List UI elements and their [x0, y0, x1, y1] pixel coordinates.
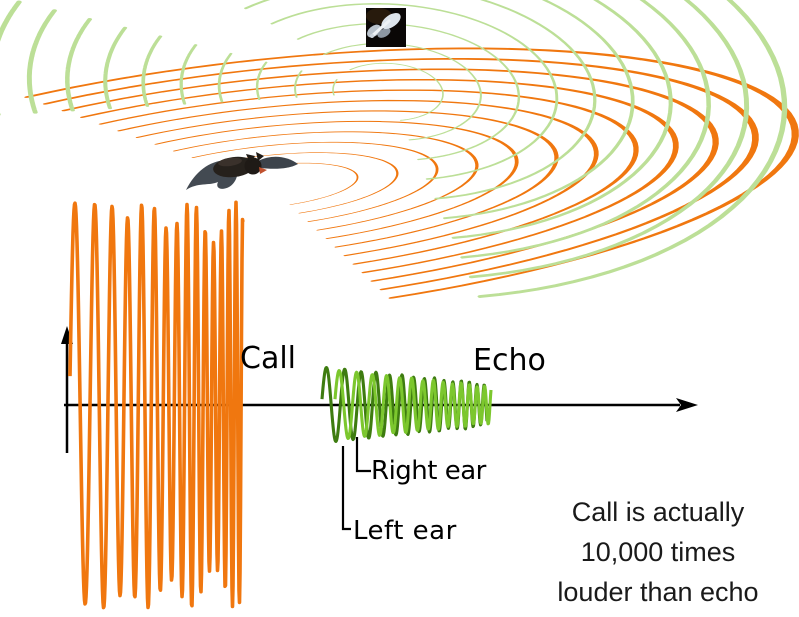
- bat-open-mouth: [259, 167, 267, 174]
- time-axis-arrowhead: [676, 398, 698, 412]
- loudness-note-line-2: 10,000 times: [580, 537, 736, 567]
- echo-wavefront-arc: [217, 0, 635, 220]
- loudness-note: Call is actually 10,000 times louder tha…: [540, 492, 776, 612]
- echo-wavefront-arc: [294, 70, 303, 98]
- echo-wavefront-arc: [141, 35, 163, 107]
- call-wavefront-arc: [117, 99, 599, 257]
- echo-wavefront-arc: [255, 61, 268, 101]
- call-label: Call: [240, 341, 297, 376]
- echo-wavefront-arc: [165, 0, 711, 259]
- bat-image: [186, 152, 298, 190]
- left-ear-bracket: [341, 446, 351, 531]
- call-wavefront-arc: [191, 141, 439, 222]
- echo-wavefront-arc: [26, 9, 57, 114]
- call-wavefront-arc: [154, 120, 519, 240]
- right-ear-label: Right ear: [371, 456, 486, 486]
- echo-wavefront-arc: [138, 0, 750, 279]
- call-wavefront-arc: [98, 89, 639, 265]
- echo-wavefront-arc: [244, 0, 597, 200]
- loudness-note-line-3: louder than echo: [557, 577, 759, 607]
- echo-wavefront-arc: [0, 0, 22, 116]
- loudness-note-line-1: Call is actually: [571, 497, 745, 527]
- bat-head: [244, 157, 262, 175]
- echo-wavefront-arc: [270, 3, 559, 180]
- echo-wavefront-arc: [332, 79, 338, 96]
- bat-right-wing: [258, 156, 298, 169]
- echo-wavefront-arc: [103, 26, 128, 110]
- call-waveform: [68, 200, 245, 610]
- echo-wavefront-arc: [296, 22, 521, 161]
- echo-left-ear-waveform: [333, 369, 493, 440]
- bat-ear-right: [256, 152, 264, 161]
- moth-head: [370, 34, 374, 38]
- right-ear-bracket: [355, 437, 371, 473]
- echo-wavefront-arc: [349, 62, 444, 121]
- echo-label: Echo: [473, 343, 546, 378]
- echo-wavefront-arc: [179, 44, 198, 105]
- call-wavefront-arc: [79, 78, 679, 274]
- echo-wavefront-arc: [112, 0, 788, 298]
- echo-wavefront-arc: [191, 0, 673, 239]
- moth-left-wing: [367, 24, 381, 38]
- moth-image: [366, 8, 406, 47]
- bat-fur-highlight: [218, 157, 242, 167]
- call-wavefront-arc: [172, 131, 479, 231]
- moth-hind-wing: [377, 28, 391, 38]
- call-wavefront-arc: [210, 152, 399, 214]
- left-ear-label: Left ear: [353, 516, 457, 546]
- echo-wavefronts: [0, 0, 788, 298]
- call-wavefront-arc: [42, 57, 759, 291]
- bat-ear-left: [246, 154, 255, 163]
- echo-wavefront-arc: [217, 52, 233, 103]
- call-wavefront-arc: [24, 47, 799, 299]
- moth-body: [370, 19, 391, 38]
- echo-wavefront-arc: [65, 18, 93, 112]
